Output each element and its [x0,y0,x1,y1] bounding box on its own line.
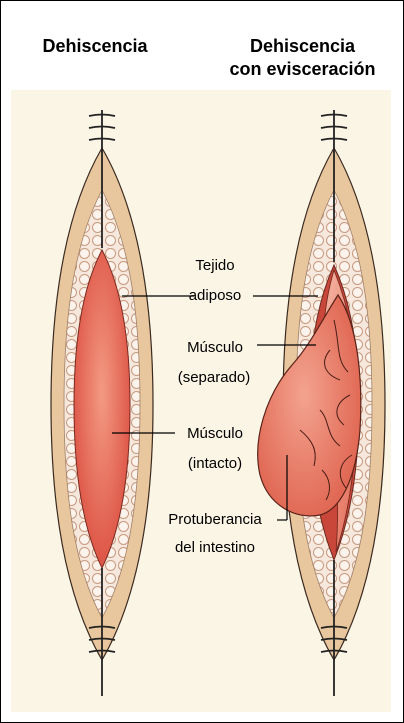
label-bowel-line2: del intestino [155,538,275,558]
left-wound [51,110,153,696]
label-muscle-intact-line2: (intacto) [170,454,260,474]
label-muscle-separated-line1: Músculo [170,338,260,358]
label-fat-line1: Tejido [172,256,258,276]
label-fat-line2: adiposo [172,286,258,306]
label-muscle-separated-line2: (separado) [164,368,264,388]
right-wound [258,110,385,696]
label-bowel-line1: Protuberancia [155,510,275,530]
label-muscle-intact-line1: Músculo [170,424,260,444]
